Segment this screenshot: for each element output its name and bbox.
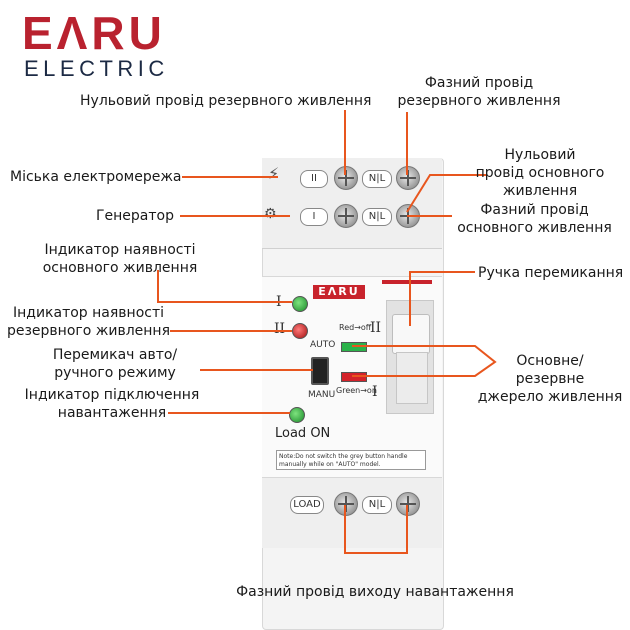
screw-icon <box>334 204 358 228</box>
terminal-label-nl: N|L <box>362 208 392 226</box>
label-generator: Генератор <box>96 208 174 224</box>
label-neutral-backup: Нульовий провід резервного живлення <box>80 93 372 109</box>
label-load-indicator: Індикатор підключення навантаження <box>24 387 200 421</box>
warning-note: Note:Do not switch the grey button handl… <box>276 450 426 470</box>
screw-icon <box>396 166 420 190</box>
manu-label: MANU <box>308 390 336 400</box>
label-backup-indicator: Індикатор наявності резервного живлення <box>6 305 171 339</box>
device-brand: EΛRU <box>313 285 365 299</box>
main-power-led <box>292 296 308 312</box>
label-neutral-main: Нульовий провід основного живлення <box>475 147 605 199</box>
auto-label: AUTO <box>310 340 336 350</box>
red-stripe <box>382 280 432 284</box>
brand-logo: EΛRU <box>22 7 166 59</box>
label-phase-backup: Фазний провід резервного живлення <box>397 75 561 109</box>
load-on-label: Load ON <box>275 426 331 441</box>
brand-logo-subtitle: ELECTRIC <box>24 56 169 81</box>
power-tower-icon: ⚡ <box>268 164 280 183</box>
label-load-phase: Фазний провід виходу навантаження <box>236 584 514 600</box>
label-main-indicator: Індикатор наявності основного живлення <box>42 242 198 276</box>
label-grid: Міська електромережа <box>10 169 182 185</box>
label-phase-main: Фазний провід основного живлення <box>457 202 612 236</box>
label-switch-handle: Ручка перемикання <box>478 265 624 281</box>
green-on-label: Green→on <box>336 386 377 395</box>
terminal-label-main: I <box>300 208 328 226</box>
roman-two-label: II <box>274 321 286 337</box>
handle-grip <box>396 352 428 404</box>
label-auto-manual: Перемикач авто/ ручного режиму <box>52 347 178 381</box>
generator-icon: ⚙ <box>264 206 277 222</box>
terminal-label-backup: II <box>300 170 328 188</box>
load-on-led <box>289 407 305 423</box>
terminal-label-load: LOAD <box>290 496 324 514</box>
red-off-label: Red→off <box>339 323 372 332</box>
roman-one-label: I <box>372 384 378 400</box>
terminal-label-nl: N|L <box>362 170 392 188</box>
label-main-backup-source: Основне/ резервне джерело живлення <box>477 353 623 405</box>
screw-icon <box>396 492 420 516</box>
roman-two-label: II <box>370 320 382 336</box>
terminal-label-nl: N|L <box>362 496 392 514</box>
backup-power-led <box>292 323 308 339</box>
